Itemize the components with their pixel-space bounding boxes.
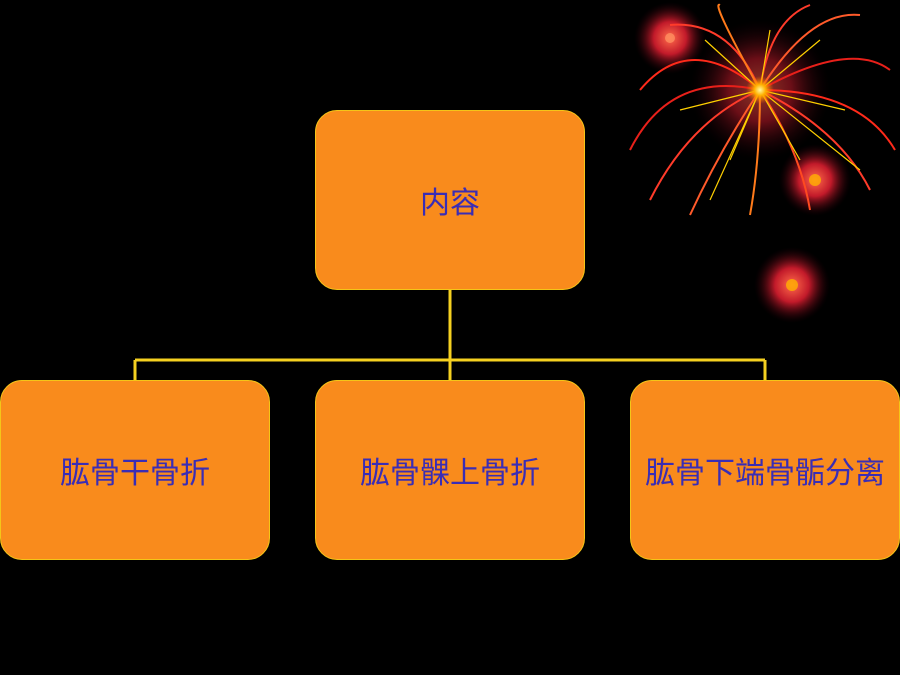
- child-node-label: 肱骨髁上骨折: [360, 456, 540, 491]
- child-node: 肱骨下端骨骺分离: [630, 380, 900, 560]
- child-node-label: 肱骨干骨折: [60, 456, 210, 491]
- child-node: 肱骨干骨折: [0, 380, 270, 560]
- root-node-label: 内容: [420, 186, 480, 221]
- root-node: 内容: [315, 110, 585, 290]
- child-node: 肱骨髁上骨折: [315, 380, 585, 560]
- firework-icon: [629, 2, 896, 323]
- child-node-label: 肱骨下端骨骺分离: [645, 456, 885, 491]
